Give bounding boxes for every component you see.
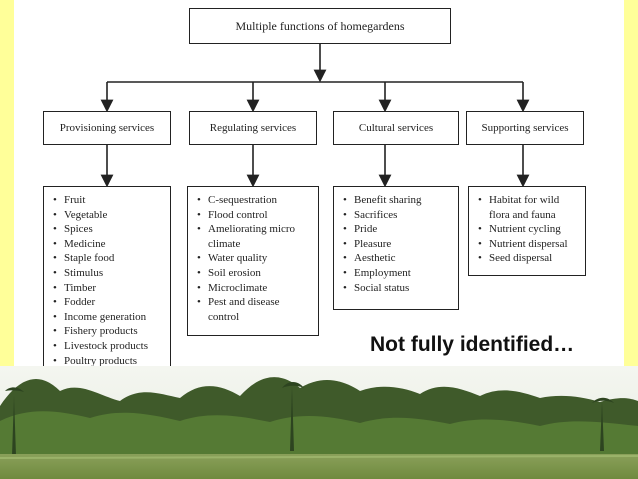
list-item: Employment (343, 266, 452, 281)
list-item: Nutrient dispersal (478, 237, 579, 252)
list-item: Pleasure (343, 237, 452, 252)
list-item: Spices (53, 222, 164, 237)
list-item: Sacrifices (343, 208, 452, 223)
left-border-band (0, 0, 14, 479)
list-item: Timber (53, 281, 164, 296)
list-item: Staple food (53, 251, 164, 266)
homegarden-landscape-photo (0, 366, 638, 479)
caption-text: Not fully identified… (370, 333, 575, 356)
list-box-cultural: Benefit sharing Sacrifices Pride Pleasur… (333, 186, 459, 310)
list-item: Vegetable (53, 208, 164, 223)
list-item: Fruit (53, 193, 164, 208)
list-item: Flood control (197, 208, 312, 223)
list-box-regulating: C-sequestration Flood control Ameliorati… (187, 186, 319, 336)
list-item: Soil erosion (197, 266, 312, 281)
category-label: Cultural services (358, 122, 434, 134)
list-item: C-sequestration (197, 193, 312, 208)
diagram-title-box: Multiple functions of homegardens (189, 8, 451, 44)
list-item: Social status (343, 281, 452, 296)
right-border-band (624, 0, 638, 479)
list-item: Water quality (197, 251, 312, 266)
list-item: Microclimate (197, 281, 312, 296)
list-item: Ameliorating micro climate (197, 222, 312, 251)
list-item: Aesthetic (343, 251, 452, 266)
diagram-title: Multiple functions of homegardens (235, 18, 405, 33)
category-label: Provisioning services (59, 122, 155, 134)
list-item: Income generation (53, 310, 164, 325)
list-item: Livestock products (53, 339, 164, 354)
list-item: Seed dispersal (478, 251, 579, 266)
list-item: Benefit sharing (343, 193, 452, 208)
list-item: Fishery products (53, 324, 164, 339)
list-box-supporting: Habitat for wild flora and fauna Nutrien… (468, 186, 586, 276)
list-item: Poultry products (53, 354, 164, 369)
list-item: Fodder (53, 295, 164, 310)
category-label: Supporting services (481, 122, 569, 134)
list-box-provisioning: Fruit Vegetable Spices Medicine Staple f… (43, 186, 171, 376)
list-item: Stimulus (53, 266, 164, 281)
list-item: Pest and disease control (197, 295, 312, 324)
category-label: Regulating services (209, 122, 297, 134)
category-box-cultural: Cultural services (333, 111, 459, 145)
category-box-supporting: Supporting services (466, 111, 584, 145)
category-box-provisioning: Provisioning services (43, 111, 171, 145)
list-item: Habitat for wild flora and fauna (478, 193, 579, 222)
category-box-regulating: Regulating services (189, 111, 317, 145)
list-item: Nutrient cycling (478, 222, 579, 237)
list-item: Medicine (53, 237, 164, 252)
list-item: Pride (343, 222, 452, 237)
